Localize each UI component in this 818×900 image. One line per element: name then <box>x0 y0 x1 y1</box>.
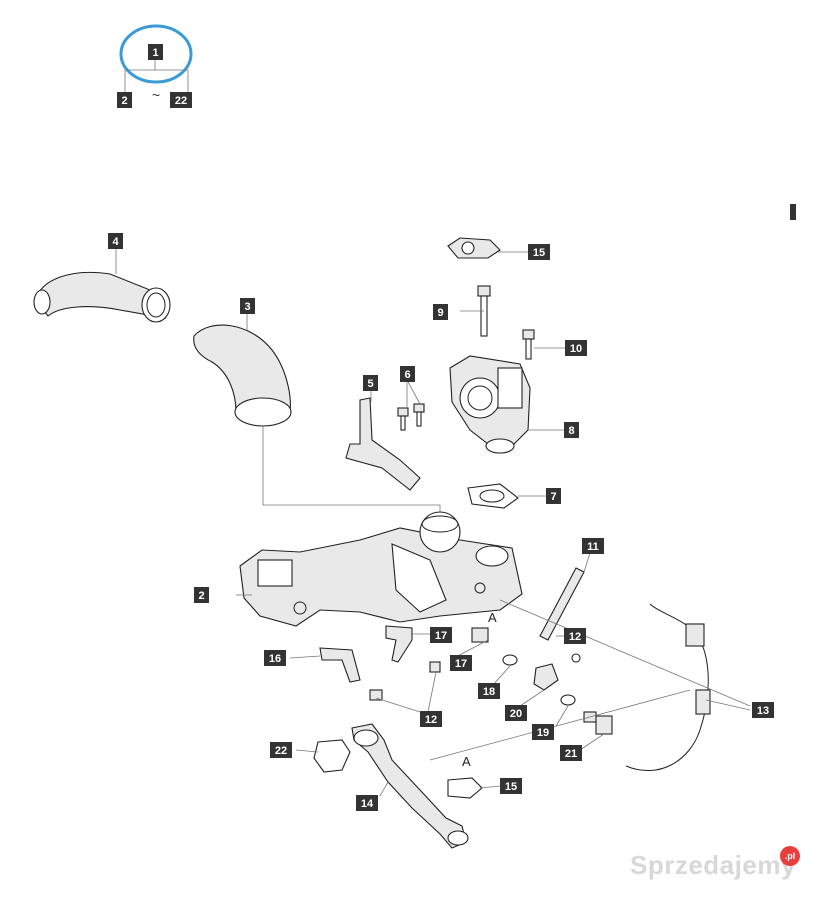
range-tilde: ~ <box>152 87 160 103</box>
part-3-elbow-hose <box>193 324 292 427</box>
label-part-17-a: 18 <box>478 683 500 699</box>
label-part-18: 20 <box>505 705 527 721</box>
label-part-8: 8 <box>564 422 579 438</box>
part-14-sensor <box>447 237 501 259</box>
svg-text:12: 12 <box>425 714 437 726</box>
watermark-badge: .pl <box>780 846 800 866</box>
label-part-21: 15 <box>500 778 522 794</box>
svg-text:7: 7 <box>550 491 556 503</box>
svg-text:15: 15 <box>533 247 545 259</box>
svg-text:22: 22 <box>175 95 187 107</box>
svg-text:14: 14 <box>361 798 374 810</box>
part-17-washer-a <box>502 654 518 666</box>
part-19-banjo-bolt <box>583 711 613 735</box>
label-part-5: 5 <box>363 375 378 391</box>
part-17-washer-b <box>560 694 576 706</box>
part-12-plug-b <box>369 689 383 701</box>
page-edge-mark <box>790 204 796 220</box>
leader-lines <box>115 248 751 797</box>
part-18-union <box>533 663 559 691</box>
label-assembly-1: 1 <box>148 44 163 60</box>
label-part-11: 11 <box>582 538 604 554</box>
label-part-4: 4 <box>108 233 123 249</box>
label-part-22: 22 <box>270 742 292 758</box>
part-21-gasket <box>447 777 483 799</box>
label-part-12-right: 12 <box>564 628 586 644</box>
svg-text:8: 8 <box>568 425 574 437</box>
part-16-nut <box>471 627 489 643</box>
part-15-bracket-b <box>319 647 361 683</box>
label-part-17-b: 19 <box>532 724 554 740</box>
svg-text:12: 12 <box>569 631 581 643</box>
svg-text:1: 1 <box>152 47 158 59</box>
part-2-manifold <box>239 511 523 627</box>
label-part-7: 7 <box>546 488 561 504</box>
svg-text:11: 11 <box>587 541 599 553</box>
label-part-2: 2 <box>194 587 209 603</box>
watermark-text: Sprzedajemy <box>630 850 796 880</box>
svg-text:15: 15 <box>505 781 517 793</box>
part-6-bolts <box>397 403 425 431</box>
svg-text:2: 2 <box>121 95 127 107</box>
label-part-15-right: 17 <box>430 627 452 643</box>
label-part-9: 9 <box>433 304 448 320</box>
svg-text:2: 2 <box>198 590 204 602</box>
svg-text:19: 19 <box>537 727 549 739</box>
svg-text:18: 18 <box>483 686 495 698</box>
label-part-15-left: 16 <box>264 650 286 666</box>
label-part-14: 15 <box>528 244 550 260</box>
label-part-3: 3 <box>240 298 255 314</box>
part-9-bolt <box>477 285 491 337</box>
label-range-from: 2 <box>117 92 132 108</box>
label-part-13: 13 <box>752 702 774 718</box>
part-15-bracket-a <box>385 625 413 663</box>
svg-text:13: 13 <box>757 705 769 717</box>
label-part-16: 17 <box>450 655 472 671</box>
label-range-to: 22 <box>170 92 192 108</box>
svg-text:16: 16 <box>269 653 281 665</box>
view-marker-a-bottom: A <box>462 754 471 769</box>
part-5-bracket <box>345 397 421 491</box>
svg-text:21: 21 <box>565 748 577 760</box>
part-22-gasket <box>313 739 351 773</box>
part-13-cable <box>625 603 711 771</box>
svg-text:22: 22 <box>275 745 287 757</box>
svg-text:10: 10 <box>570 343 582 355</box>
svg-text:4: 4 <box>112 236 119 248</box>
part-7-gasket <box>467 483 519 509</box>
svg-text:3: 3 <box>244 301 250 313</box>
svg-text:17: 17 <box>455 658 467 670</box>
highlight-circle <box>119 24 193 84</box>
label-part-6: 6 <box>400 366 415 382</box>
range-bracket <box>124 60 189 92</box>
label-part-10: 10 <box>565 340 587 356</box>
svg-text:17: 17 <box>435 630 447 642</box>
svg-text:5: 5 <box>367 378 373 390</box>
svg-text:9: 9 <box>437 307 443 319</box>
part-4-hose <box>33 271 171 323</box>
label-part-19: 21 <box>560 745 582 761</box>
view-marker-a: A <box>488 610 497 625</box>
part-12-plug-c <box>571 653 581 663</box>
svg-text:6: 6 <box>404 369 410 381</box>
part-12-plug-a <box>429 661 441 673</box>
label-part-12-bottom: 12 <box>420 711 442 727</box>
part-10-bolt <box>522 329 535 360</box>
part-8-valve <box>449 355 531 454</box>
part-20-pipe <box>351 723 469 849</box>
label-part-20: 14 <box>356 795 378 811</box>
svg-text:20: 20 <box>510 708 522 720</box>
